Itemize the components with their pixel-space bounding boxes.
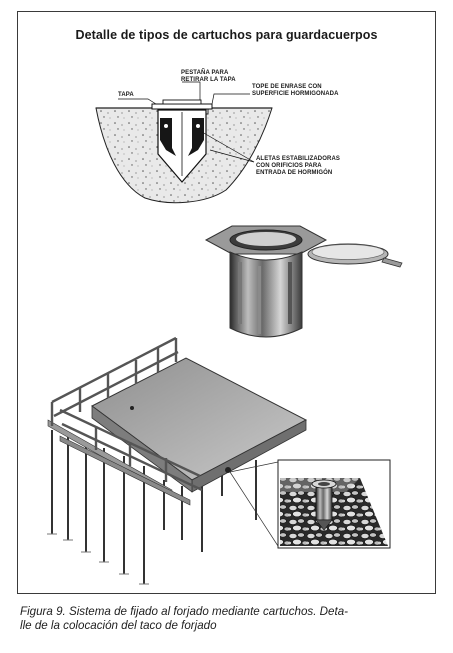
slab-scaffold-drawing — [47, 336, 308, 585]
guardrail — [50, 336, 203, 492]
label-aletas-1: ALETAS ESTABILIZADORAS — [256, 156, 340, 162]
label-pestana-2: RETIRAR LA TAPA — [181, 77, 236, 83]
caption-line-1: Figura 9. Sistema de fijado al forjado m… — [20, 605, 349, 618]
leader-lines — [118, 81, 255, 163]
cartridge-3d-render — [204, 225, 403, 338]
label-tapa: TAPA — [118, 92, 134, 98]
caption-line-2: lle de la colocación del taco de forjado — [20, 619, 217, 632]
label-tope-1: TOPE DE ENRASE CON — [252, 84, 322, 90]
label-tope-2: SUPERFICIE HORMIGONADA — [252, 91, 339, 97]
prop-bases — [47, 533, 149, 585]
inset-detail — [277, 459, 391, 549]
figure-caption: Figura 9. Sistema de fijado al forjado m… — [20, 605, 440, 633]
label-pestana-1: PESTAÑA PARA — [181, 70, 229, 76]
figure-title: Detalle de tipos de cartuchos para guard… — [75, 28, 378, 42]
cartridge-section-diagram — [95, 99, 273, 204]
label-aletas-2: CON ORIFICIOS PARA — [256, 163, 322, 169]
label-aletas-3: ENTRADA DE HORMIGÓN — [256, 170, 333, 176]
